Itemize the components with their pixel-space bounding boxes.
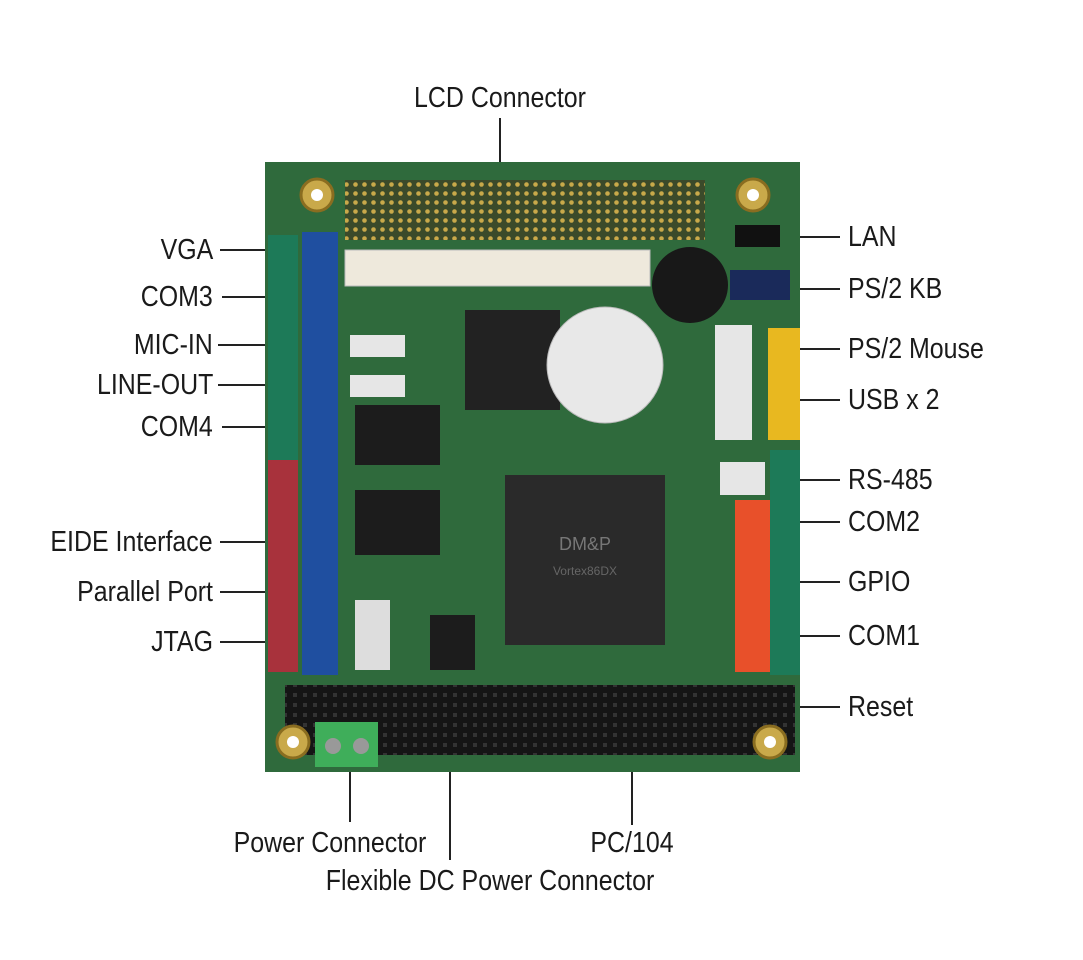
- chip: [465, 310, 560, 410]
- label-mic-in: MIC-IN: [134, 329, 213, 361]
- usb-header: [768, 328, 800, 440]
- eide-parallel-jtag-headers: [268, 460, 298, 672]
- label-com3: COM3: [140, 281, 213, 313]
- lcd-white-connector: [344, 249, 651, 287]
- memory-chip-2: [355, 490, 440, 555]
- ps2-kb-header: [730, 270, 790, 300]
- gpio-header: [735, 500, 770, 672]
- label-usb: USB x 2: [848, 384, 940, 416]
- eide-blue-header: [302, 232, 338, 675]
- rs485-connector: [720, 462, 765, 495]
- label-gpio: GPIO: [848, 566, 911, 598]
- label-parallel-port: Parallel Port: [77, 576, 213, 608]
- vga-com-headers: [268, 235, 298, 460]
- battery: [546, 306, 664, 424]
- label-rs485: RS-485: [848, 464, 933, 496]
- label-jtag: JTAG: [151, 626, 213, 658]
- label-com2: COM2: [848, 506, 921, 538]
- mounting-holes: [275, 177, 788, 760]
- ps2-mouse-connector: [715, 325, 752, 440]
- label-lcd-connector: LCD Connector: [414, 82, 586, 114]
- line-out-jack: [350, 375, 405, 397]
- label-eide-interface: EIDE Interface: [50, 526, 213, 558]
- label-power-connector: Power Connector: [233, 827, 427, 859]
- label-line-out: LINE-OUT: [96, 369, 213, 401]
- small-chip: [430, 615, 475, 670]
- label-com4: COM4: [140, 411, 213, 443]
- label-ps2-mouse: PS/2 Mouse: [848, 333, 984, 365]
- cpu-brand: DM&P: [559, 534, 611, 554]
- cpu-model: Vortex86DX: [553, 564, 617, 578]
- label-lan: LAN: [848, 221, 897, 253]
- buzzer: [652, 247, 728, 323]
- mic-in-jack: [350, 335, 405, 357]
- jtag-connector: [355, 600, 390, 670]
- memory-chip: [355, 405, 440, 465]
- label-pc104: PC/104: [590, 827, 674, 859]
- lcd-connector: [345, 180, 705, 240]
- cpu-chip: [505, 475, 665, 645]
- label-com1: COM1: [848, 620, 921, 652]
- lan-header: [735, 225, 780, 247]
- label-reset: Reset: [848, 691, 914, 723]
- label-flexible-dc-power-connector: Flexible DC Power Connector: [325, 865, 655, 897]
- label-vga: VGA: [160, 234, 213, 266]
- com-headers-right: [770, 450, 800, 675]
- label-ps2-kb: PS/2 KB: [848, 273, 943, 305]
